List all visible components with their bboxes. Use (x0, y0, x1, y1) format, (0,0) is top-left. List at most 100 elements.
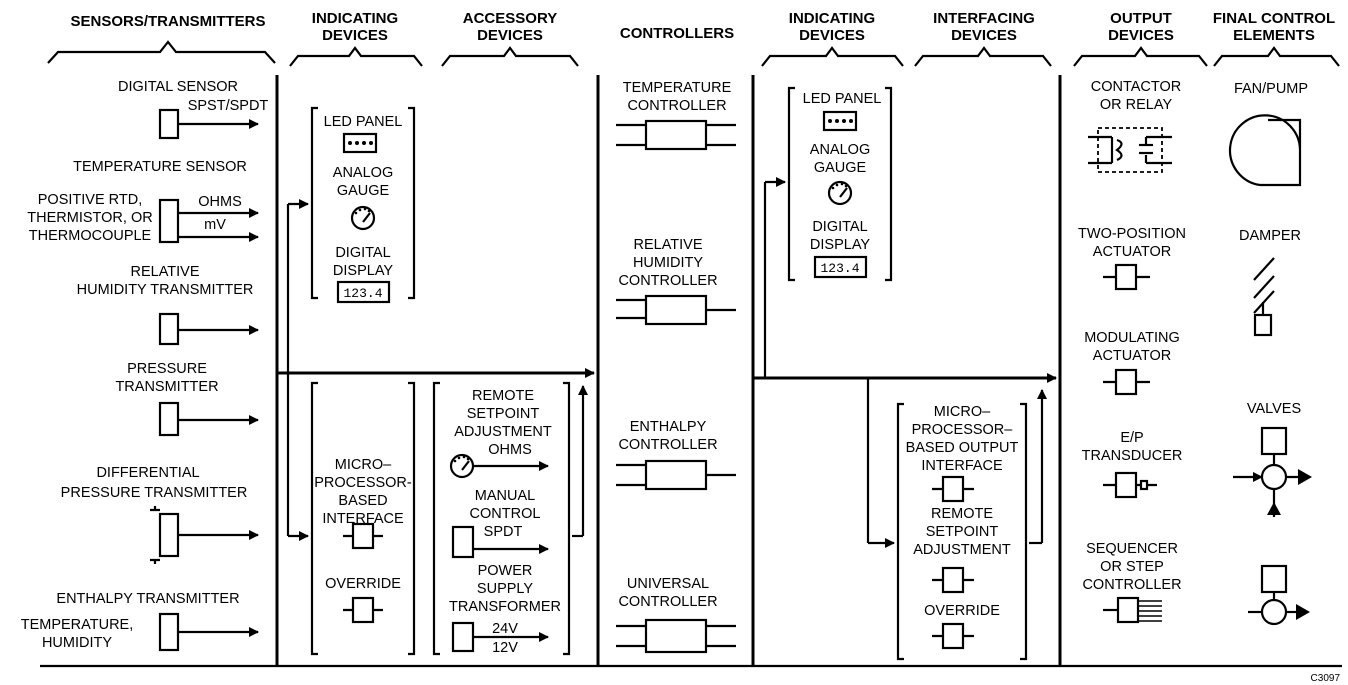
ep-label-2: TRANSDUCER (1082, 448, 1183, 464)
header-output-l2: DEVICES (1108, 27, 1174, 44)
header-brace-final (1213, 46, 1340, 67)
diff-pressure-label-2: PRESSURE TRANSMITTER (61, 485, 248, 501)
power-supply-label-1: POWER (478, 563, 533, 579)
power-supply-label-2: SUPPLY (477, 581, 533, 597)
header-output-l1: OUTPUT (1110, 10, 1172, 27)
right-signal-bus (753, 177, 1057, 548)
override-icon-1 (351, 596, 375, 624)
led-panel-icon-2 (822, 110, 858, 132)
temp-humidity-label-2: HUMIDITY (42, 635, 112, 651)
interfacing-bracket-left (896, 402, 904, 661)
micro-interface-bracket-right (408, 381, 416, 656)
temperature-sensor-label: TEMPERATURE SENSOR (73, 159, 247, 175)
diff-pressure-ports (150, 506, 160, 564)
header-final-l1: FINAL CONTROL (1213, 10, 1335, 27)
micro-output-label-4: INTERFACE (921, 458, 1003, 474)
rh-controller-icon (644, 294, 708, 326)
analog-gauge-icon-1 (350, 205, 376, 231)
header-indicating2-l1: INDICATING (789, 10, 875, 27)
remote-setpoint2-label-2: SETPOINT (926, 524, 999, 540)
manual-control-icon (451, 525, 475, 559)
header-interfacing-l2: DEVICES (951, 27, 1017, 44)
rh-transmitter-icon (158, 312, 180, 346)
diff-pressure-icon (158, 512, 180, 558)
pressure-transmitter-label-1: PRESSURE (127, 361, 207, 377)
header-brace-sensors (47, 40, 276, 64)
fan-pump-outlet (1260, 150, 1302, 187)
final-control-elements: FAN/PUMP DAMPER VALVES (1228, 81, 1312, 626)
left-signal-bus (277, 199, 595, 541)
micro-output-label-2: PROCESSOR– (912, 422, 1014, 438)
header-controllers: CONTROLLERS (620, 25, 734, 42)
pressure-transmitter-icon (158, 401, 180, 437)
modulating-label-1: MODULATING (1084, 330, 1180, 346)
analog-gauge-label-1a: ANALOG (333, 165, 393, 181)
rh-controller-label-3: CONTROLLER (618, 273, 717, 289)
remote-setpoint-gauge-icon (449, 453, 475, 479)
indicating2-bracket-right (885, 86, 893, 282)
fan-pump-label: FAN/PUMP (1234, 81, 1308, 97)
three-way-valve-icon (1233, 426, 1312, 517)
header-accessory-l1: ACCESSORY (463, 10, 557, 27)
rtd-label-3: THERMOCOUPLE (29, 228, 152, 244)
temp-humidity-label-1: TEMPERATURE, (21, 617, 134, 633)
damper-label: DAMPER (1239, 228, 1301, 244)
contactor-label-1: CONTACTOR (1091, 79, 1182, 95)
fan-pump-icon (1228, 114, 1302, 187)
header-indicating1-l1: INDICATING (312, 10, 398, 27)
micro-output-label-3: BASED OUTPUT (906, 440, 1019, 456)
temp-controller-label-1: TEMPERATURE (623, 80, 732, 96)
micro-interface-icon (351, 522, 375, 550)
digital-display-label-2b: DISPLAY (810, 237, 871, 253)
override-label-2: OVERRIDE (924, 603, 1000, 619)
contactor-relay-icon (1088, 127, 1172, 173)
column-dividers: C3097 (40, 75, 1342, 684)
header-final-l2: ELEMENTS (1233, 27, 1315, 44)
figure-code: C3097 (1311, 673, 1341, 684)
ep-label-1: E/P (1120, 430, 1143, 446)
rh-transmitter-label-1: RELATIVE (130, 264, 199, 280)
enthalpy-transmitter-icon (158, 612, 180, 652)
spst-spdt-label: SPST/SPDT (188, 98, 269, 114)
universal-controller-label-2: CONTROLLER (618, 594, 717, 610)
ohms-label: OHMS (198, 194, 242, 210)
modulating-icon (1114, 368, 1138, 396)
interfacing-devices: MICRO– PROCESSOR– BASED OUTPUT INTERFACE… (896, 402, 1028, 661)
enthalpy-controller-icon (644, 459, 708, 491)
digital-sensor-label: DIGITAL SENSOR (118, 79, 238, 95)
power-supply-24v: 24V (492, 621, 518, 637)
digital-display-icon-1 (336, 280, 391, 304)
analog-gauge-label-2a: ANALOG (810, 142, 870, 158)
ep-port (1139, 479, 1149, 491)
rh-controller-label-1: RELATIVE (633, 237, 702, 253)
manual-control-spdt: SPDT (484, 524, 523, 540)
header-sensors: SENSORS/TRANSMITTERS (70, 13, 265, 30)
header-interfacing-l1: INTERFACING (933, 10, 1035, 27)
temp-controller-icon (644, 119, 708, 151)
header-brace-output (1073, 46, 1208, 67)
override-icon-2 (941, 622, 965, 650)
interfacing-bracket-right (1020, 402, 1028, 661)
micro-interface-label-1: MICRO– (335, 457, 392, 473)
two-position-label-1: TWO-POSITION (1078, 226, 1186, 242)
header-indicating2-l2: DEVICES (799, 27, 865, 44)
sequencer-label-1: SEQUENCER (1086, 541, 1178, 557)
enthalpy-controller-label-1: ENTHALPY (630, 419, 707, 435)
universal-controller-icon (644, 618, 708, 654)
power-supply-icon (451, 621, 475, 653)
remote-setpoint2-label-1: REMOTE (931, 506, 993, 522)
sequencer-label-3: CONTROLLER (1082, 577, 1181, 593)
override-label-1: OVERRIDE (325, 576, 401, 592)
temp-controller-label-2: CONTROLLER (627, 98, 726, 114)
temperature-sensor-icon (158, 198, 180, 244)
remote-setpoint2-label-3: ADJUSTMENT (913, 542, 1011, 558)
ep-icon (1114, 471, 1138, 499)
universal-controller-label-1: UNIVERSAL (627, 576, 709, 592)
header-brace-indicating1 (289, 46, 423, 67)
remote-setpoint-label-1: REMOTE (472, 388, 534, 404)
sequencer-icon (1116, 596, 1140, 624)
led-panel-label-1: LED PANEL (324, 114, 403, 130)
digital-display-label-1b: DISPLAY (333, 263, 394, 279)
digital-display-label-2a: DIGITAL (812, 219, 867, 235)
